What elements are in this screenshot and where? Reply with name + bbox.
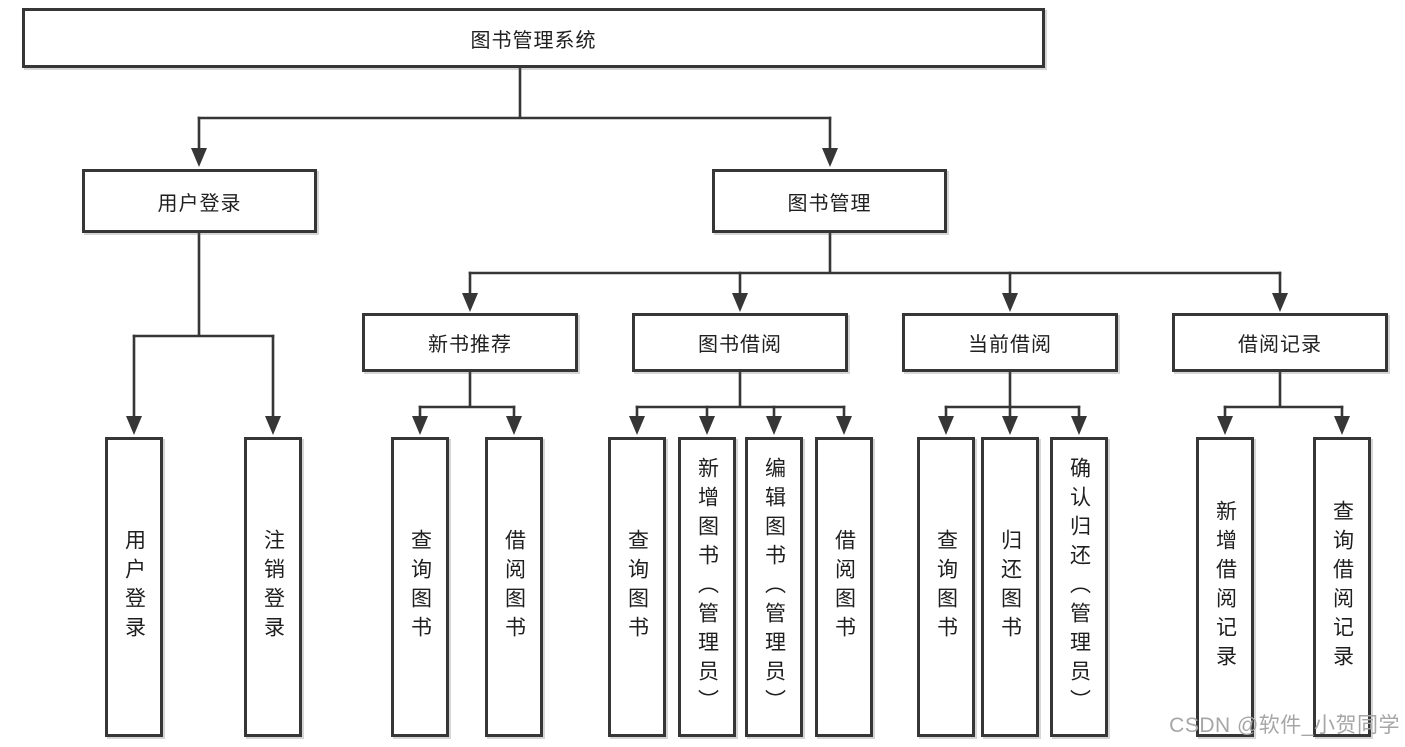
leaf-confirm-return-admin: 确认归还（管理员）	[1050, 437, 1108, 737]
leaf-borrow-books: 借阅图书	[815, 437, 873, 737]
leaf-logout-label: 注销登录	[261, 529, 285, 645]
node-current-borrowing: 当前借阅	[902, 313, 1118, 372]
node-book-borrowing: 图书借阅	[632, 313, 848, 372]
leaf-borrow-books-label: 借阅图书	[832, 529, 856, 645]
leaf-edit-books-admin: 编辑图书（管理员）	[745, 437, 803, 737]
leaf-recommend-query-books: 查询图书	[391, 437, 449, 737]
node-user-login-label: 用户登录	[157, 192, 242, 215]
node-user-login: 用户登录	[82, 169, 317, 233]
node-root-label: 图书管理系统	[470, 29, 597, 52]
leaf-logout: 注销登录	[244, 437, 302, 737]
leaf-edit-books-admin-label: 编辑图书（管理员）	[762, 456, 786, 718]
leaf-current-query-books: 查询图书	[917, 437, 975, 737]
leaf-recommend-borrow-books: 借阅图书	[485, 437, 543, 737]
leaf-add-borrow-record: 新增借阅记录	[1196, 437, 1254, 737]
watermark: CSDN @软件_小贺同学	[1169, 714, 1400, 737]
node-book-borrowing-label: 图书借阅	[698, 334, 782, 356]
leaf-confirm-return-admin-label: 确认归还（管理员）	[1067, 456, 1091, 718]
node-root: 图书管理系统	[22, 8, 1045, 68]
leaf-recommend-query-books-label: 查询图书	[408, 529, 432, 645]
leaf-borrowing-query-books: 查询图书	[608, 437, 666, 737]
leaf-user-login-label: 用户登录	[122, 529, 146, 645]
leaf-query-borrow-record: 查询借阅记录	[1313, 437, 1371, 737]
leaf-borrowing-query-books-label: 查询图书	[625, 529, 649, 645]
node-borrowing-records: 借阅记录	[1172, 313, 1388, 372]
leaf-add-books-admin: 新增图书（管理员）	[678, 437, 736, 737]
leaf-current-query-books-label: 查询图书	[934, 529, 958, 645]
node-book-management-label: 图书管理	[787, 192, 872, 215]
leaf-user-login: 用户登录	[105, 437, 163, 737]
node-current-borrowing-label: 当前借阅	[968, 334, 1052, 356]
node-new-book-recommend: 新书推荐	[362, 313, 578, 372]
leaf-recommend-borrow-books-label: 借阅图书	[502, 529, 526, 645]
node-book-management: 图书管理	[712, 169, 947, 233]
leaf-return-books: 归还图书	[981, 437, 1039, 737]
leaf-add-borrow-record-label: 新增借阅记录	[1213, 500, 1237, 674]
leaf-return-books-label: 归还图书	[998, 529, 1022, 645]
node-new-book-recommend-label: 新书推荐	[428, 334, 512, 356]
leaf-query-borrow-record-label: 查询借阅记录	[1330, 500, 1354, 674]
leaf-add-books-admin-label: 新增图书（管理员）	[695, 456, 719, 718]
node-borrowing-records-label: 借阅记录	[1238, 334, 1322, 356]
